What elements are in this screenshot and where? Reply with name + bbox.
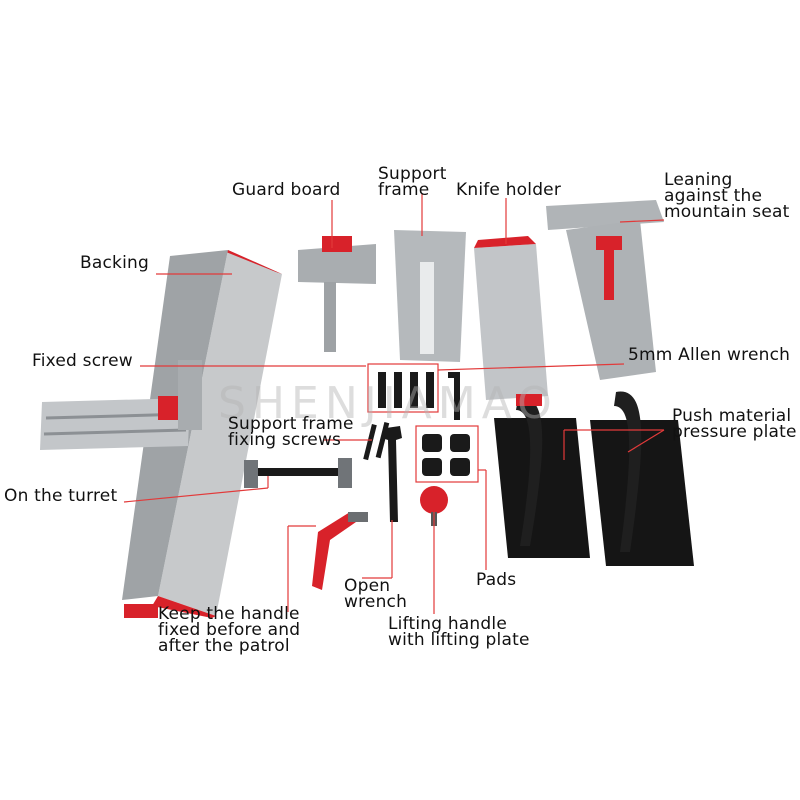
knife-holder-part [474,236,548,400]
label-knife-holder: Knife holder [456,180,562,200]
pads-part [422,434,470,476]
watermark-text: SHENJIAMAO [218,378,558,429]
label-keep-handle: Keep the handle fixed before and after t… [158,604,301,656]
turret-rod-part [244,458,352,488]
label-allen-wrench: 5mm Allen wrench [628,345,791,365]
open-wrench-part [382,426,402,522]
rail-part [40,360,202,450]
support-frame-part [394,230,466,362]
label-guard-board: Guard board [232,180,341,200]
push-plate-right-part [590,391,694,566]
label-support-frame: Support frame [378,164,447,200]
label-backing: Backing [80,253,149,273]
label-push-plate: Push material pressure plate [672,406,797,442]
push-plate-left-part [494,394,590,558]
label-leaning-seat: Leaning against the mountain seat [664,170,790,222]
label-lifting-handle: Lifting handle with lifting plate [388,614,530,650]
red-handle-part [312,512,368,590]
guard-board-part [298,236,376,352]
label-pads: Pads [476,570,517,590]
label-fixed-screw: Fixed screw [32,351,133,371]
leader-lines [123,194,665,614]
mountain-seat-part [546,200,664,380]
label-open-wrench: Open wrench [344,576,408,612]
label-on-turret: On the turret [4,486,118,506]
fixed-screws-part [378,372,460,420]
label-support-frame-screws: Support frame fixing screws [228,414,354,450]
